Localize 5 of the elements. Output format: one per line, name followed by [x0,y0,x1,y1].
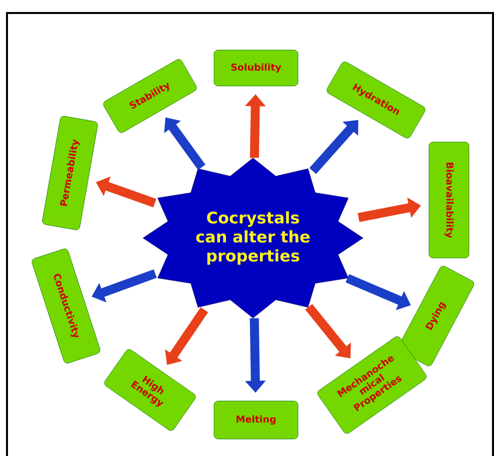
arrow [165,307,208,365]
arrow [305,304,351,358]
property-box: Solubility [214,50,298,86]
property-box: Bioavailability [428,142,470,258]
property-box: Melting [214,400,298,440]
